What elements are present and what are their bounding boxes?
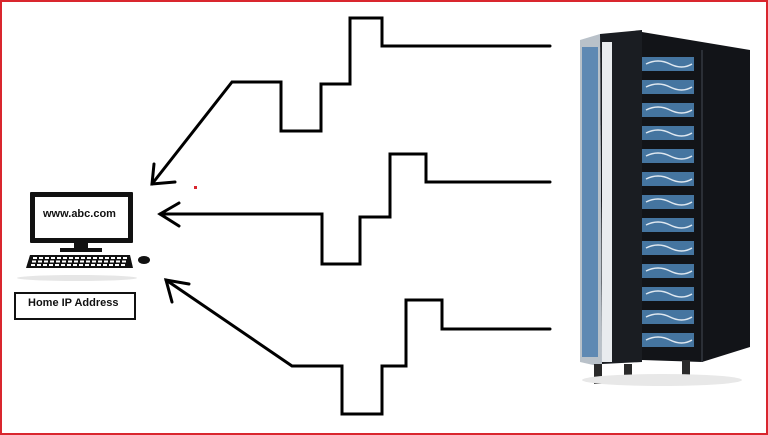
- keyboard-key: [67, 264, 71, 266]
- rack-door-panel: [582, 47, 598, 357]
- rack-cable: [645, 221, 693, 229]
- keyboard-key: [110, 260, 114, 263]
- keyboard-key: [91, 264, 95, 266]
- rack-shelf: [642, 57, 694, 71]
- keyboard-key: [103, 264, 107, 266]
- top-arrowhead: [150, 162, 177, 186]
- rack-shelf: [642, 310, 694, 324]
- keyboard-key: [63, 257, 67, 259]
- keyboard-key: [80, 260, 84, 263]
- keyboard-key: [86, 260, 90, 263]
- keyboard-key: [73, 264, 77, 266]
- keyboard-key: [85, 264, 89, 266]
- rack-shelves: [642, 57, 694, 347]
- keyboard-key: [122, 260, 126, 263]
- keyboard-key: [75, 257, 79, 259]
- middle-square-wave-arrow: [158, 152, 552, 266]
- keyboard-key: [109, 264, 113, 266]
- computer-icon: [17, 192, 150, 281]
- keyboard-key: [92, 260, 96, 263]
- rack-shelf: [642, 264, 694, 278]
- keyboard-key: [104, 260, 108, 263]
- keyboard-key: [31, 264, 35, 266]
- rack-cable: [645, 313, 693, 321]
- rack-cable: [645, 244, 693, 252]
- keyboard-key: [115, 264, 119, 266]
- keyboard-key: [74, 260, 78, 263]
- keyboard-key: [33, 257, 37, 259]
- keyboard-key: [32, 260, 36, 263]
- keyboard-key: [111, 257, 115, 259]
- rack-shelf: [642, 195, 694, 209]
- keyboard-key: [69, 257, 73, 259]
- rack-shelf: [642, 218, 694, 232]
- rack-cable: [645, 152, 693, 160]
- rack-cable: [645, 175, 693, 183]
- keyboard-key: [56, 260, 60, 263]
- keyboard-key: [45, 257, 49, 259]
- home-ip-address-box: Home IP Address: [14, 292, 136, 320]
- rack-foot: [594, 364, 602, 384]
- keyboard-key: [117, 257, 121, 259]
- keyboard-key: [50, 260, 54, 263]
- rack-cable: [645, 83, 693, 91]
- rack-cable: [645, 198, 693, 206]
- rack-door-frame: [602, 42, 612, 362]
- keyboard-key: [38, 260, 42, 263]
- keyboard-key: [116, 260, 120, 263]
- keyboard-key: [62, 260, 66, 263]
- keyboard-key: [68, 260, 72, 263]
- mouse-icon: [138, 256, 150, 264]
- rack-foot: [682, 360, 690, 382]
- bottom-square-wave-arrow: [164, 278, 552, 416]
- rack-shelf: [642, 241, 694, 255]
- keyboard-key: [39, 257, 43, 259]
- rack-cable: [645, 290, 693, 298]
- keyboard-key: [44, 260, 48, 263]
- middle-arrowhead: [157, 201, 181, 228]
- keyboard-key: [61, 264, 65, 266]
- rack-shelf: [642, 80, 694, 94]
- screen-url-text: www.abc.com: [43, 208, 116, 220]
- rack-cable: [645, 106, 693, 114]
- rack-cable: [645, 60, 693, 68]
- monitor-icon: [30, 192, 133, 252]
- server-rack-icon: [580, 30, 750, 386]
- keyboard-key: [97, 264, 101, 266]
- rack-cable: [645, 129, 693, 137]
- keyboard-key: [57, 257, 61, 259]
- keyboard-key: [43, 264, 47, 266]
- keyboard-key: [81, 257, 85, 259]
- keyboard-icon: [26, 255, 133, 268]
- keyboard-key: [37, 264, 41, 266]
- rack-cable: [645, 267, 693, 275]
- keyboard-key: [49, 264, 53, 266]
- top-square-wave-arrow: [150, 16, 552, 186]
- keyboard-key: [93, 257, 97, 259]
- keyboard-key: [121, 264, 125, 266]
- home-ip-address-label: Home IP Address: [28, 297, 119, 309]
- keyboard-key: [87, 257, 91, 259]
- keyboard-key: [105, 257, 109, 259]
- keyboard-key: [79, 264, 83, 266]
- rack-shelf: [642, 103, 694, 117]
- rack-shelf: [642, 287, 694, 301]
- keyboard-key: [99, 257, 103, 259]
- stray-dot: [194, 186, 197, 189]
- rack-shelf: [642, 149, 694, 163]
- rack-shadow: [582, 374, 742, 386]
- rack-shelf: [642, 333, 694, 347]
- rack-cable: [645, 336, 693, 344]
- rack-foot: [624, 364, 632, 382]
- rack-shelf: [642, 126, 694, 140]
- rack-shelf: [642, 172, 694, 186]
- keyboard-key: [55, 264, 59, 266]
- keyboard-key: [123, 257, 127, 259]
- keyboard-key: [98, 260, 102, 263]
- keyboard-key: [51, 257, 55, 259]
- bottom-arrowhead: [163, 278, 191, 304]
